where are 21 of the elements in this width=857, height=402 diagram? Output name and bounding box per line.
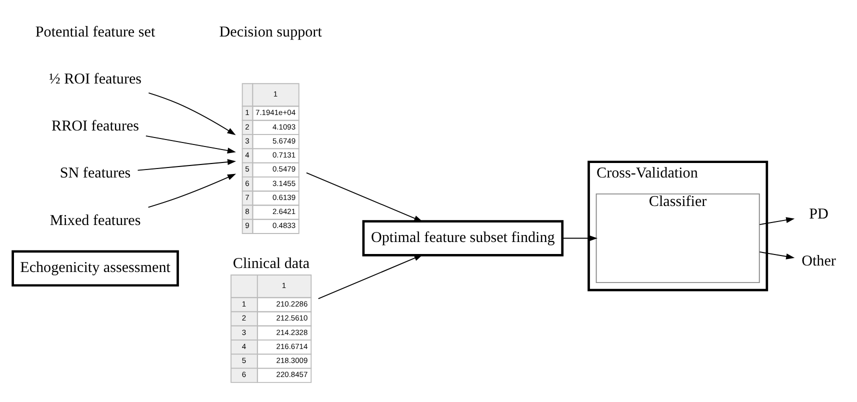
arrow <box>148 174 236 208</box>
arrow <box>759 251 795 260</box>
node-box: Classifier <box>596 193 760 284</box>
arrow <box>148 92 236 136</box>
arrow <box>318 254 423 300</box>
arrow <box>137 159 236 171</box>
node-label: Clinical data <box>232 256 310 272</box>
arrow <box>306 172 423 222</box>
node-text: RROI features <box>52 118 140 135</box>
node-text: Mixed features <box>50 212 141 229</box>
node-text: Other <box>802 253 836 270</box>
node-text: SN features <box>60 166 131 182</box>
node-text: PD <box>809 206 828 222</box>
label: Decision support <box>219 24 322 40</box>
node-box: Optimal feature subset finding <box>362 220 564 256</box>
arrow <box>562 235 598 242</box>
label: Potential feature set <box>35 24 156 40</box>
node-text: ½ ROI features <box>49 71 142 88</box>
arrow <box>759 217 795 225</box>
arrow <box>145 135 236 154</box>
node-box: Echogenicity assessment <box>12 250 179 287</box>
